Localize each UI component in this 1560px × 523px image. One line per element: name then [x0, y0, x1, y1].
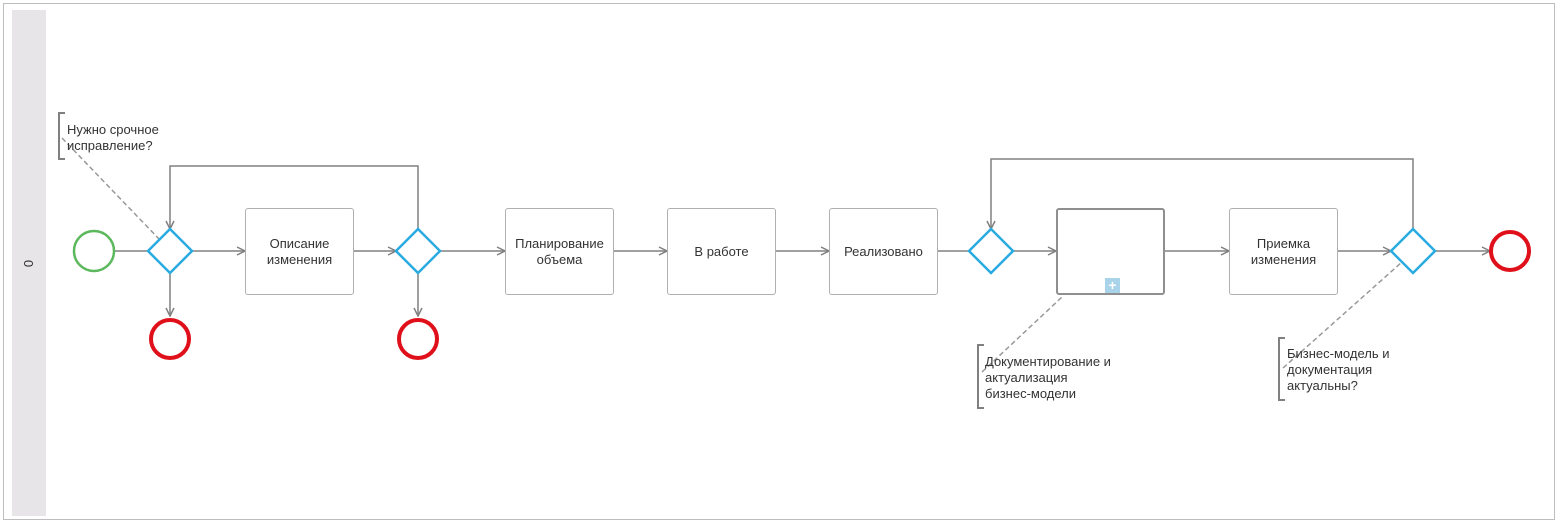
annotation-model-actual[interactable]: Бизнес-модель и документация актуальны?	[1287, 346, 1390, 393]
bracket-model-actual[interactable]	[1278, 337, 1285, 401]
task-label: Описание изменения	[266, 235, 333, 267]
flow-gw2-loop-to-gw1[interactable]	[170, 165, 419, 229]
task-label: Планирование объема	[515, 235, 604, 267]
task-planirovanie-obema[interactable]: Планирование объема	[505, 208, 614, 295]
task-v-rabote[interactable]: В работе	[667, 208, 776, 295]
end-event-3[interactable]	[1489, 230, 1531, 272]
end-event-1[interactable]	[149, 318, 191, 360]
annotation-documentation[interactable]: Документирование и актуализация бизнес-м…	[985, 354, 1111, 401]
gateway-4[interactable]	[1389, 227, 1437, 275]
gateway-2[interactable]	[394, 227, 442, 275]
gateway-1[interactable]	[146, 227, 194, 275]
lane-header[interactable]: 0	[12, 10, 46, 516]
task-realizovano[interactable]: Реализовано	[829, 208, 938, 295]
annotation-links	[61, 137, 1403, 373]
task-label: Приемка изменения	[1250, 235, 1317, 267]
expand-plus-icon[interactable]: +	[1105, 278, 1120, 293]
flow-gw4-loop-to-gw3[interactable]	[991, 158, 1414, 229]
gateway-3[interactable]	[967, 227, 1015, 275]
subprocess-collapsed[interactable]: +	[1056, 208, 1165, 295]
annotation-urgent-fix[interactable]: Нужно срочное исправление?	[67, 122, 159, 153]
end-events	[149, 230, 1531, 360]
start-event[interactable]	[72, 229, 116, 273]
end-event-2[interactable]	[397, 318, 439, 360]
gateways	[146, 227, 1437, 275]
association-model-actual[interactable]	[1282, 261, 1403, 369]
sequence-flows	[115, 158, 1490, 316]
association-documentation[interactable]	[981, 296, 1063, 373]
bracket-documentation[interactable]	[977, 344, 984, 409]
task-opisanie-izmeneniya[interactable]: Описание изменения	[245, 208, 354, 295]
task-priemka-izmeneniya[interactable]: Приемка изменения	[1229, 208, 1338, 295]
bracket-urgent-fix[interactable]	[58, 112, 65, 160]
task-label: Реализовано	[844, 243, 923, 259]
annotation-brackets	[58, 112, 1285, 409]
task-label: В работе	[694, 243, 749, 259]
